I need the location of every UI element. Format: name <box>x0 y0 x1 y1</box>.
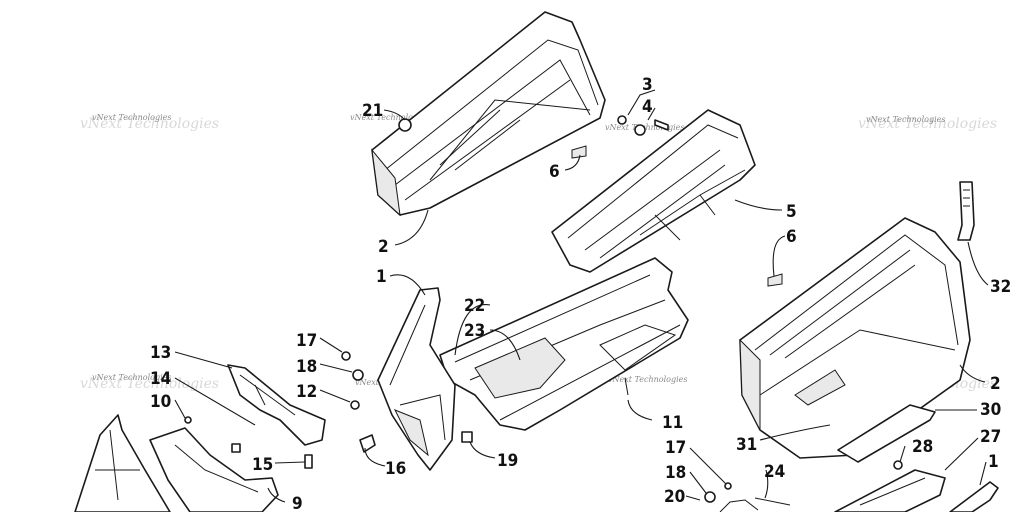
watermark-ghost: vNext Technologies <box>858 116 997 132</box>
watermark: vNext Technologies <box>866 115 945 124</box>
callout-label: 5 <box>786 202 797 222</box>
lower-left-panel <box>74 414 279 512</box>
callout-label: 32 <box>990 277 1011 297</box>
watermark-ghost: vNext Technologies <box>80 116 219 132</box>
callout-label: 21 <box>362 101 383 121</box>
callout-label: 17 <box>665 438 686 458</box>
watermark: vNext Technologies <box>608 375 687 384</box>
callout-label: 31 <box>736 435 757 455</box>
lower-right-parts <box>719 404 999 512</box>
watermark: vNext Technologies <box>92 113 171 122</box>
left-bracket <box>227 364 326 446</box>
callout-label: 9 <box>292 494 303 512</box>
callout-label: 22 <box>464 296 485 316</box>
callout-label: 2 <box>990 374 1001 394</box>
callout-label: 18 <box>296 357 317 377</box>
callout-label: 27 <box>980 427 1001 447</box>
callout-label: 17 <box>296 331 317 351</box>
belly-pan <box>439 257 689 431</box>
watermark: vNext Technologies <box>92 373 171 382</box>
callout-label: 4 <box>642 97 653 117</box>
callout-label: 30 <box>980 400 1001 420</box>
side-panel-upper-left <box>371 11 606 217</box>
grille-panel-center <box>551 109 756 273</box>
callout-label: 2 <box>378 237 389 257</box>
callout-label: 12 <box>296 382 317 402</box>
callout-label: 6 <box>549 162 560 182</box>
mount-bracket <box>957 181 975 241</box>
callout-label: 14 <box>150 369 171 389</box>
watermark: vNext Technologies <box>350 113 429 122</box>
callout-label: 28 <box>912 437 933 457</box>
callout-label: 24 <box>764 462 785 482</box>
callout-label: 23 <box>464 321 485 341</box>
fasteners <box>184 115 903 503</box>
callout-label: 19 <box>497 451 518 471</box>
callout-label: 1 <box>988 452 999 472</box>
callout-label: 11 <box>662 413 683 433</box>
side-panel-right <box>739 217 971 459</box>
callout-label: 20 <box>664 487 685 507</box>
callouts: 21 3 4 6 2 5 6 32 1 22 23 17 18 12 13 14… <box>150 75 1011 512</box>
callout-label: 13 <box>150 343 171 363</box>
callout-label: 1 <box>376 267 387 287</box>
callout-label: 3 <box>642 75 653 95</box>
callout-label: 6 <box>786 227 797 247</box>
callout-label: 10 <box>150 392 171 412</box>
leader-lines <box>174 89 989 503</box>
callout-label: 16 <box>385 459 406 479</box>
side-fairing-left <box>377 287 456 471</box>
watermark-ghost: vNext Technologies <box>80 376 219 392</box>
callout-label: 15 <box>252 455 273 475</box>
callout-label: 18 <box>665 463 686 483</box>
